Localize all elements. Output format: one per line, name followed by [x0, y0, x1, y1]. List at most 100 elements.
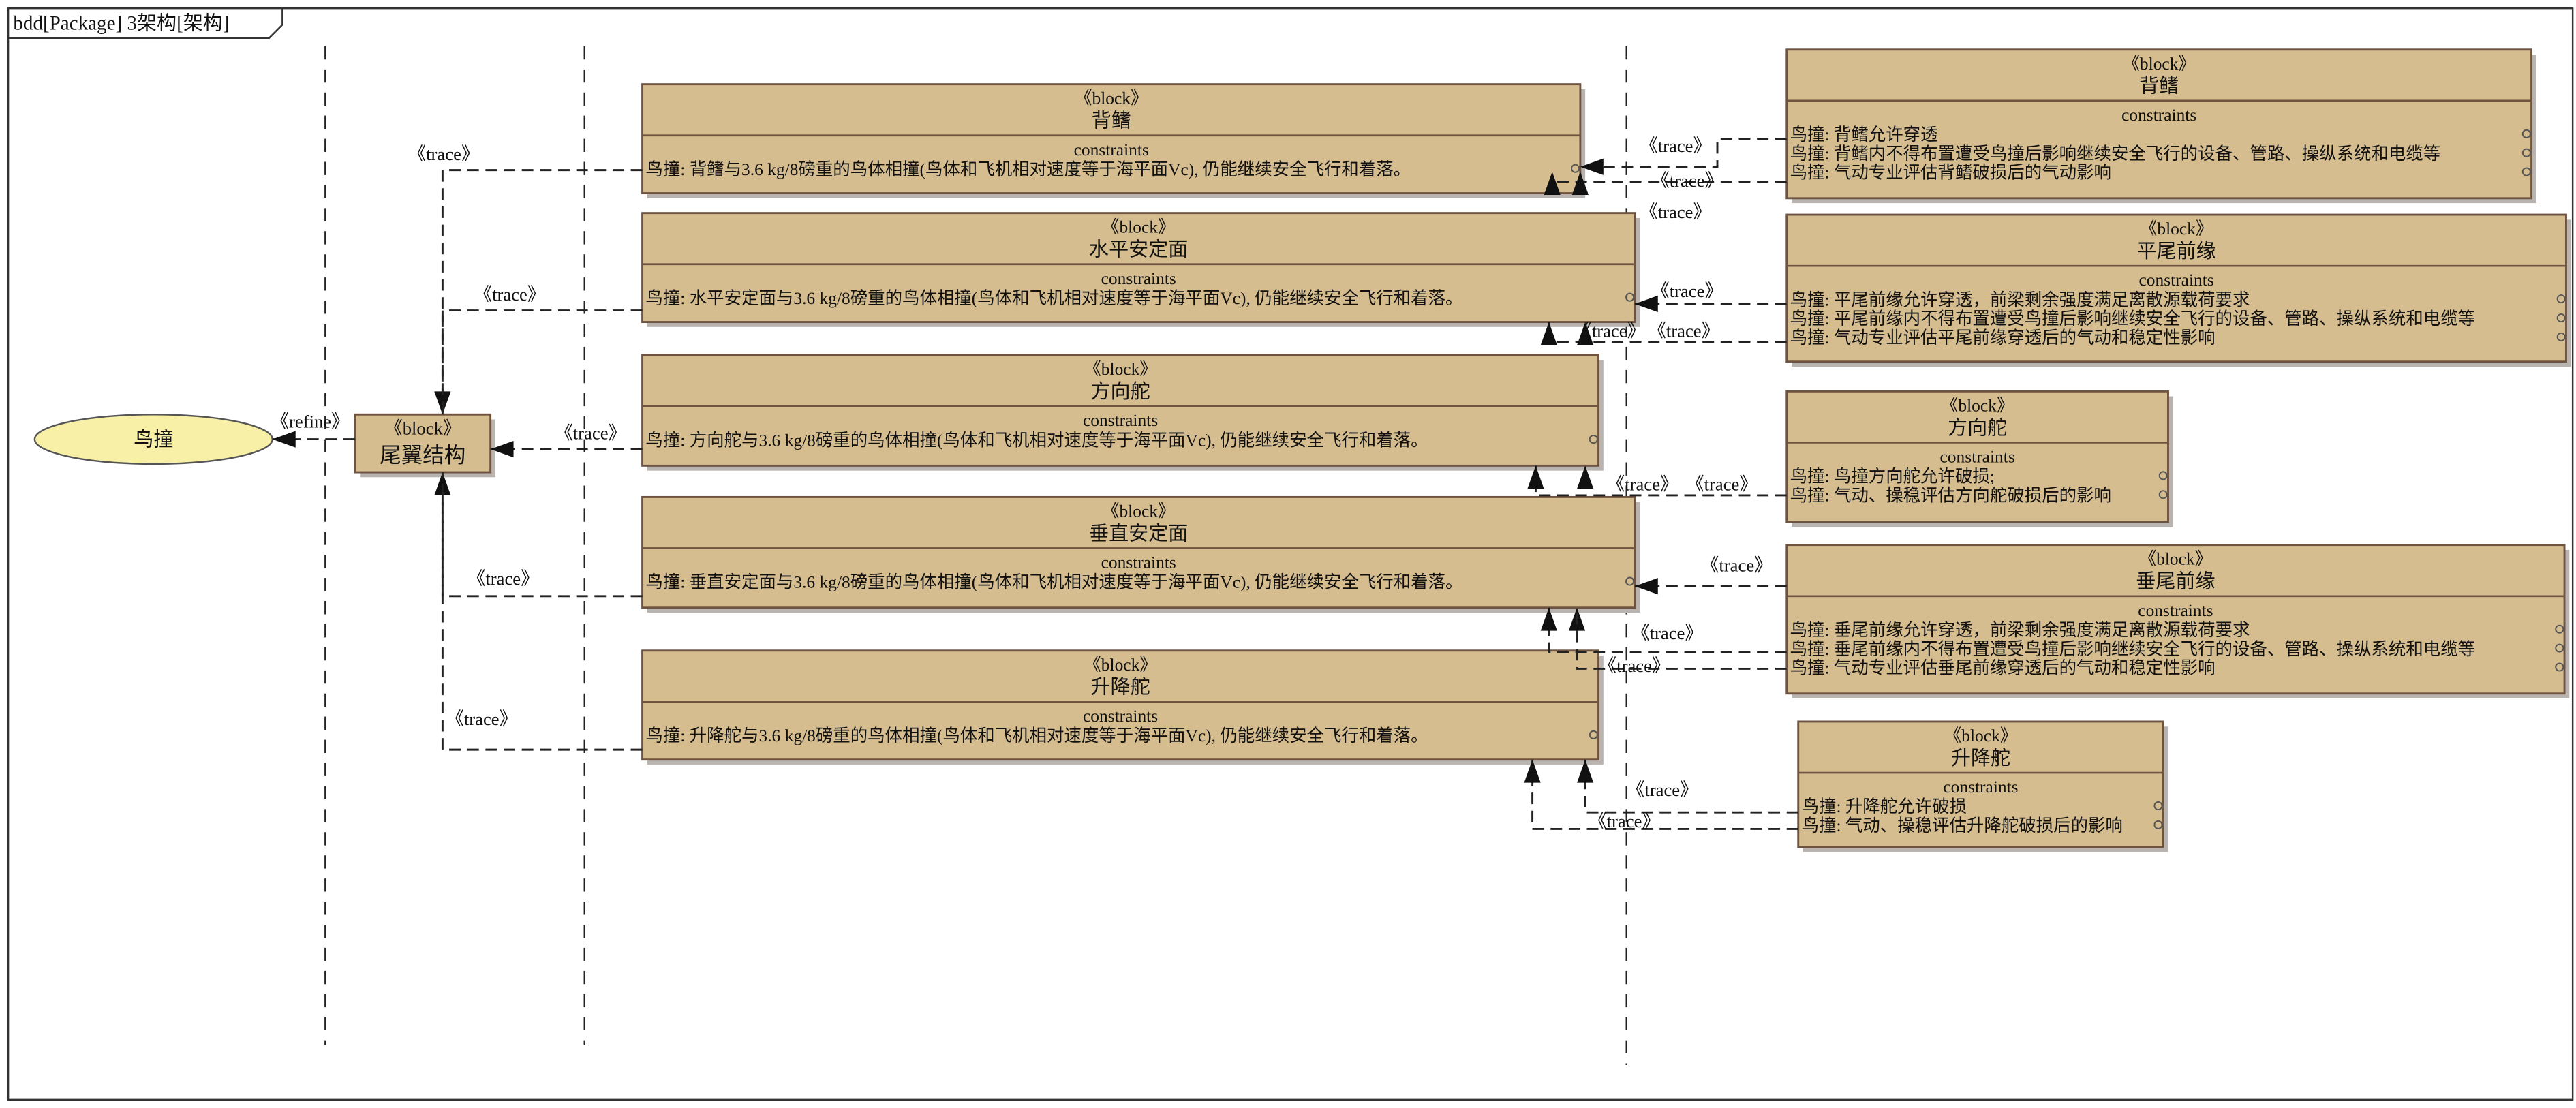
block-name: 水平安定面: [1089, 238, 1188, 261]
trace-connector[interactable]: [441, 472, 643, 751]
port-icon: [2556, 332, 2566, 341]
block-stereotype: 《block》: [2140, 219, 2213, 238]
trace-connector[interactable]: [441, 169, 643, 415]
refine-arrowhead-icon: [272, 431, 296, 448]
block-name: 尾翼结构: [380, 444, 465, 467]
trace-connector[interactable]: [441, 309, 643, 415]
constraint-item: 鸟撞: 平尾前缘允许穿透，前梁剩余强度满足离散源载荷要求: [1790, 290, 2250, 309]
constraint-item: 鸟撞: 方向舵与3.6 kg/8磅重的鸟体相撞(鸟体和飞机相对速度等于海平面Vc…: [645, 430, 1428, 450]
port-icon: [2556, 294, 2566, 304]
compartment-title: constraints: [2138, 600, 2213, 620]
block-name: 方向舵: [1948, 416, 2007, 439]
arrowhead-icon: [1524, 759, 1541, 783]
compartment-title: constraints: [1083, 706, 1158, 726]
trace-label: 《trace》: [1607, 474, 1678, 495]
port-icon: [1625, 292, 1635, 302]
trace-label: 《trace》: [1686, 474, 1758, 495]
trace-connector[interactable]: [1548, 607, 1787, 653]
frame-title: bdd[Package] 3架构[架构]: [13, 12, 229, 35]
block-body: [641, 495, 1636, 609]
trace-connector[interactable]: [1580, 138, 1787, 168]
block-stereotype: 《block》: [1102, 501, 1175, 521]
arrowhead-icon: [1577, 465, 1594, 489]
arrowhead-icon: [1577, 322, 1594, 345]
frame-title-tab: [8, 8, 283, 39]
requirement-label: 鸟撞: [134, 428, 173, 450]
refine-label: 《refine》: [271, 412, 349, 432]
trace-connector[interactable]: [1535, 465, 1787, 497]
block-stereotype: 《block》: [1084, 655, 1156, 675]
arrowhead-icon: [1571, 172, 1589, 195]
block-stereotype: 《block》: [1102, 217, 1175, 237]
block-body: [641, 649, 1599, 761]
parent-block-tail-structure[interactable]: 《block》 尾翼结构: [354, 413, 495, 478]
trace-connector[interactable]: [1576, 607, 1787, 670]
constraint-item: 鸟撞: 气动专业评估背鳍破损后的气动影响: [1790, 163, 2111, 183]
trace-label: 《trace》: [1640, 136, 1711, 156]
compartment-title: constraints: [1101, 553, 1176, 572]
trace-label: 《trace》: [1651, 170, 1723, 191]
constraint-item: 鸟撞: 背鳍与3.6 kg/8磅重的鸟体相撞(鸟体和飞机相对速度等于海平面Vc)…: [645, 159, 1411, 179]
constraint-item: 鸟撞: 背鳍内不得布置遭受鸟撞后影响继续安全飞行的设备、管路、操纵系统和电缆等: [1790, 144, 2441, 164]
requirement-bird-strike[interactable]: 鸟撞: [33, 414, 274, 465]
port-icon: [2153, 801, 2163, 811]
block-stereotype: 《block》: [2122, 54, 2195, 74]
port-icon: [1589, 730, 1598, 739]
trace-label: 《trace》: [1631, 623, 1703, 643]
block-name: 背鳍: [2139, 75, 2179, 97]
block-name: 升降舵: [1951, 747, 2010, 769]
block-stereotype: 《block》: [1075, 89, 1148, 108]
compartment-title: constraints: [1101, 268, 1176, 288]
block-stereotype: 《block》: [1941, 395, 2014, 415]
constraint-item: 鸟撞: 气动专业评估平尾前缘穿透后的气动和稳定性影响: [1790, 328, 2215, 348]
constraint-item: 鸟撞: 升降舵允许破损: [1802, 797, 1967, 816]
constraint-item: 鸟撞: 水平安定面与3.6 kg/8磅重的鸟体相撞(鸟体和飞机相对速度等于海平面…: [645, 288, 1462, 308]
block-body: [641, 354, 1599, 467]
block-name: 方向舵: [1090, 380, 1150, 403]
port-icon: [1571, 164, 1580, 173]
diagram-frame: [7, 7, 2574, 1101]
arrowhead-icon: [1577, 759, 1594, 783]
trace-connector[interactable]: [1531, 759, 1798, 830]
block-stereotype: 《block》: [384, 418, 461, 438]
port-icon: [1625, 576, 1635, 586]
block-name: 垂直安定面: [1089, 522, 1188, 544]
constraint-item: 鸟撞: 平尾前缘内不得布置遭受鸟撞后影响继续安全飞行的设备、管路、操纵系统和电缆…: [1790, 309, 2476, 328]
block-body: [1797, 720, 2164, 848]
trace-label: 《trace》: [1648, 320, 1719, 341]
constraint-item: 鸟撞: 鸟撞方向舵允许破损;: [1790, 467, 1995, 487]
arrowhead-icon: [1540, 607, 1557, 631]
arrowhead-icon: [1544, 172, 1561, 195]
trace-label: 《trace》: [555, 423, 626, 444]
port-icon: [2555, 662, 2564, 672]
block-body: [1785, 544, 2566, 695]
compartment-title: constraints: [2121, 105, 2196, 125]
compartment-title: constraints: [1943, 777, 2018, 797]
trace-label: 《trace》: [1589, 811, 1660, 831]
constraint-item: 鸟撞: 背鳍允许穿透: [1790, 125, 1938, 144]
trace-label: 《trace》: [1640, 202, 1711, 222]
trace-label: 《trace》: [446, 709, 517, 729]
block-name: 背鳍: [1092, 110, 1131, 132]
block-stereotype: 《block》: [1944, 726, 2017, 745]
trace-label: 《trace》: [1627, 780, 1698, 800]
port-icon: [2521, 129, 2531, 138]
port-icon: [2555, 624, 2564, 634]
constraint-item: 鸟撞: 升降舵与3.6 kg/8磅重的鸟体相撞(鸟体和飞机相对速度等于海平面Vc…: [645, 726, 1428, 745]
block-body: [1785, 48, 2533, 200]
port-icon: [2555, 643, 2564, 653]
port-icon: [1589, 435, 1598, 444]
arrowhead-icon: [1527, 465, 1544, 489]
trace-label: 《trace》: [1574, 320, 1645, 341]
